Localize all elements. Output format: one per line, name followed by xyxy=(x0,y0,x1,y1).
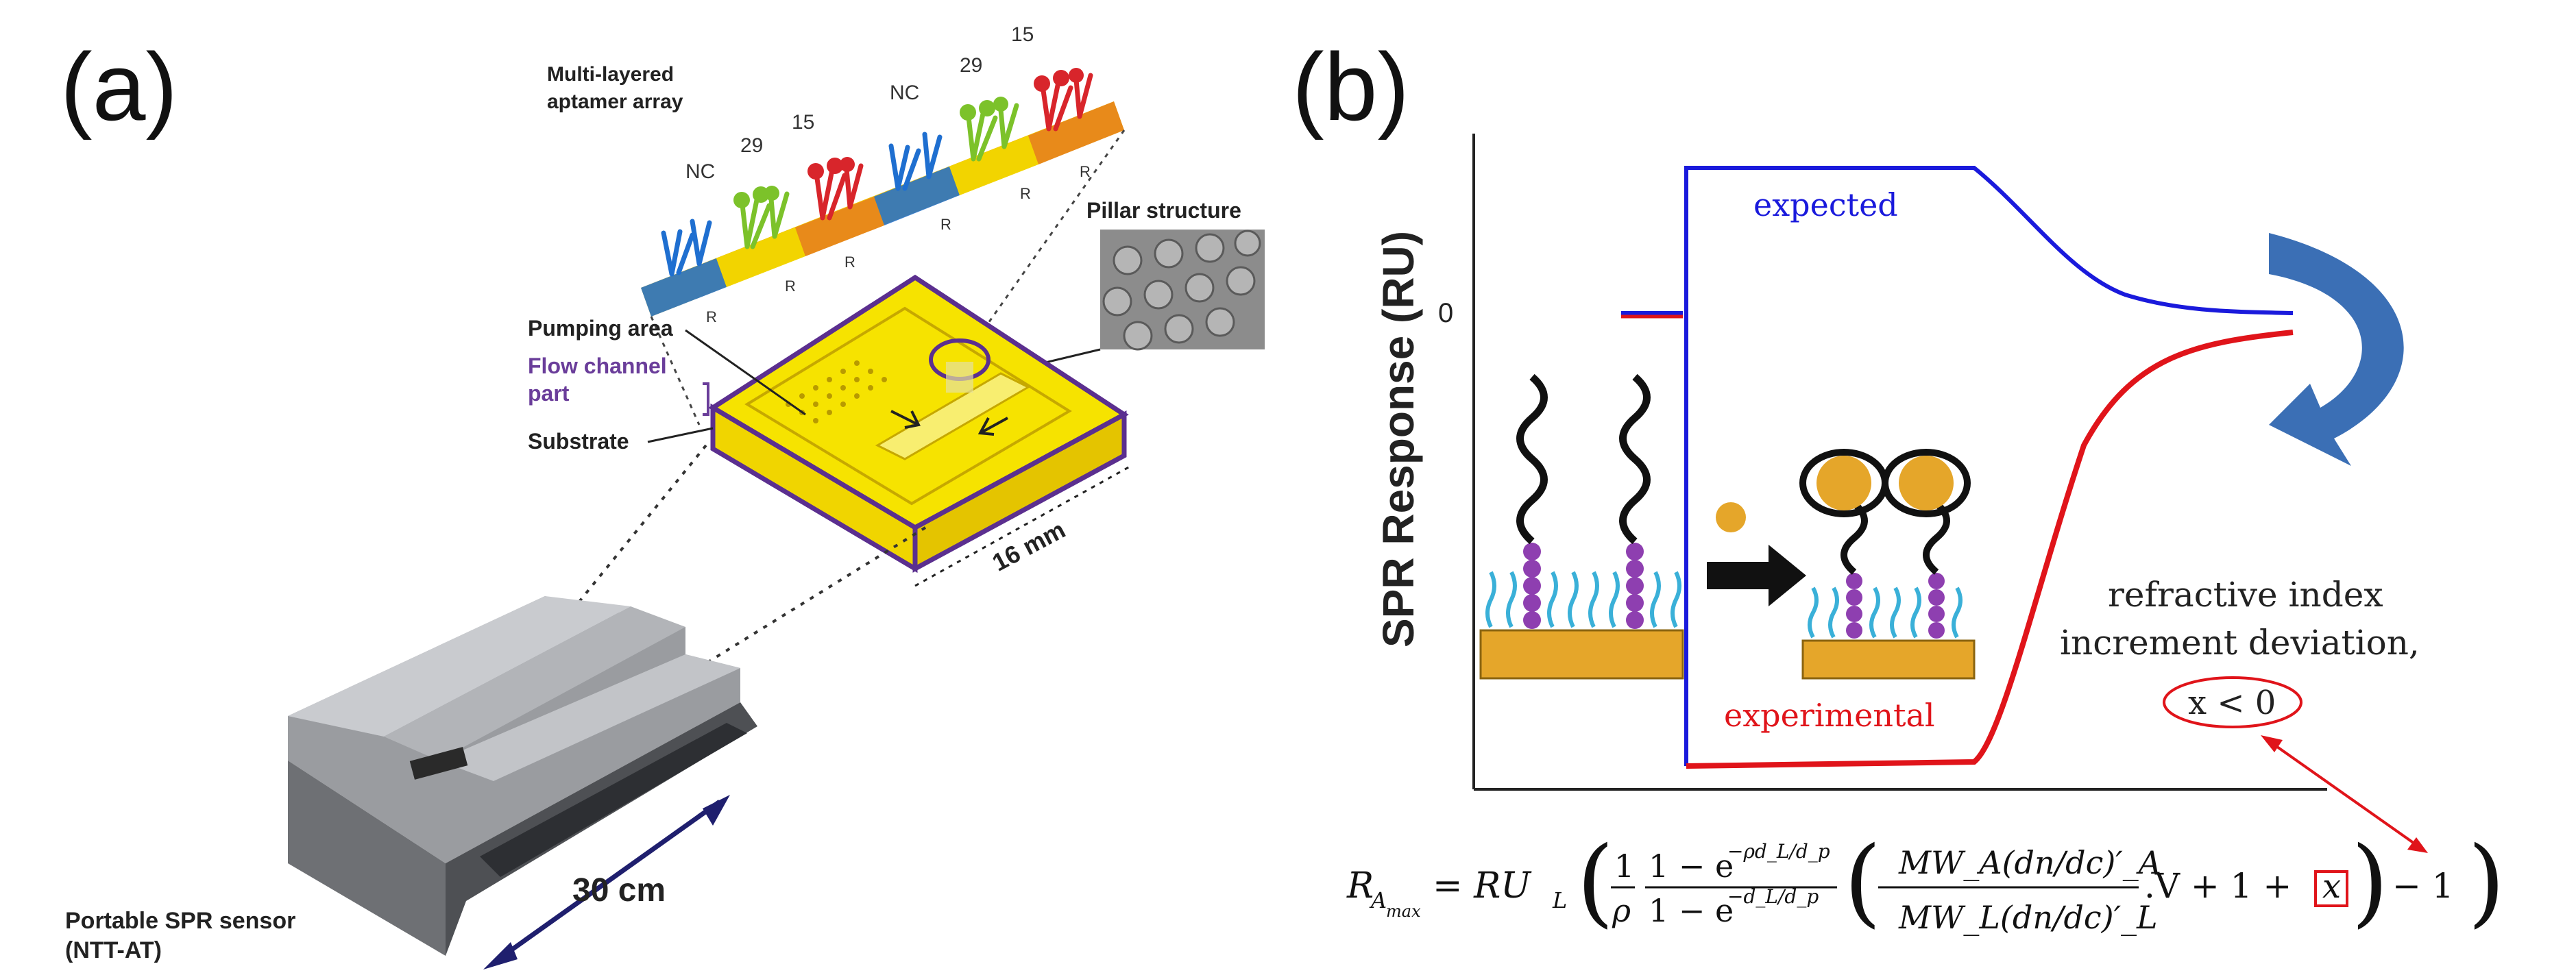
formula-frac-den-exp: −d_L/d_p xyxy=(1727,885,1819,908)
segment-label-nc-1: NC xyxy=(685,160,715,183)
pillar-structure-label: Pillar structure xyxy=(1086,198,1241,223)
sensor-chip xyxy=(708,274,1129,573)
formula: R A max = RU L ( 1 ρ 1 − e −ρd_L/d_p 1 −… xyxy=(1346,826,2505,938)
y-axis-label: SPR Response (RU) xyxy=(1374,231,1423,647)
expected-label: expected xyxy=(1753,186,1898,223)
formula-paren-open-2: ( xyxy=(1844,826,1882,938)
formula-one-num: 1 xyxy=(1614,848,1634,885)
substrate-pointer-line xyxy=(647,427,714,443)
formula-lhs-sub: A xyxy=(1369,887,1387,913)
expected-curve xyxy=(1684,166,2294,766)
y-tick-zero: 0 xyxy=(1438,298,1453,328)
formula-paren-open-1: ( xyxy=(1577,826,1614,938)
formula-mw-num: MW_A(dn/dc)′_A xyxy=(1898,844,2161,881)
segment-label-15-1: 15 xyxy=(792,111,814,134)
panel-b: (b) SPR Response (RU) 0 expected experim… xyxy=(1292,33,2505,938)
annotation-line2: increment deviation, xyxy=(2060,623,2420,663)
panel-a-letter: (a) xyxy=(60,33,178,140)
r-label-4: R xyxy=(940,216,951,233)
dimension-30cm-label: 30 cm xyxy=(572,872,666,909)
x-condition-text: x < 0 xyxy=(2188,684,2276,722)
r-label-1: R xyxy=(706,308,717,325)
pillar-sem-image xyxy=(1100,230,1265,351)
formula-frac-num-exp: −ρd_L/d_p xyxy=(1727,840,1830,863)
dimension-30cm-arrow xyxy=(483,795,730,970)
array-title-line1: Multi-layered xyxy=(547,63,674,86)
array-projection-line-right xyxy=(951,129,1126,374)
panel-b-letter: (b) xyxy=(1292,33,1409,140)
formula-eq-sub: L xyxy=(1552,887,1567,913)
formula-frac-num: 1 − e xyxy=(1649,848,1734,885)
segment-label-29-1: 29 xyxy=(740,134,763,157)
formula-x: x xyxy=(2322,867,2341,906)
substrate-label: Substrate xyxy=(528,429,629,454)
experimental-curve xyxy=(1686,330,2294,769)
x-condition-oval xyxy=(2163,676,2302,728)
device-label-line1: Portable SPR sensor xyxy=(65,908,295,934)
formula-lhs-subsub: max xyxy=(1386,902,1421,921)
r-label-5: R xyxy=(1020,185,1031,202)
array-title-line2: aptamer array xyxy=(547,90,683,113)
unbound-sensor-surface xyxy=(1479,373,1684,680)
portable-spr-device xyxy=(288,596,757,956)
formula-frac-den: 1 − e xyxy=(1649,892,1734,929)
formula-eq: = RU xyxy=(1433,865,1532,906)
annotation-line1: refractive index xyxy=(2108,575,2383,615)
device-label-line2: (NTT-AT) xyxy=(65,937,162,963)
binding-arrow-icon xyxy=(1707,545,1806,606)
curved-arrow-icon xyxy=(2269,233,2404,466)
pumping-pointer-line xyxy=(685,329,806,416)
experimental-label: experimental xyxy=(1724,697,1935,734)
pumping-area-label: Pumping area xyxy=(528,316,673,341)
segment-label-nc-2: NC xyxy=(890,82,919,104)
formula-tail2: − 1 xyxy=(2392,866,2454,906)
segment-label-29-2: 29 xyxy=(960,54,982,77)
formula-paren-close-1: ) xyxy=(2468,826,2505,938)
segment-label-15-2: 15 xyxy=(1011,23,1034,46)
analyte-particle xyxy=(1716,502,1746,532)
panel-a: (a) Multi-layered aptamer array xyxy=(60,23,1265,970)
flow-channel-label-line2: part xyxy=(528,381,570,406)
formula-mw-den: MW_L(dn/dc)′_L xyxy=(1898,899,2158,936)
formula-paren-close-2: ) xyxy=(2351,826,2389,938)
formula-rho-den: ρ xyxy=(1612,892,1631,929)
aptamer-array-strip xyxy=(641,68,1124,317)
array-projection-line-left xyxy=(650,316,701,425)
r-label-6: R xyxy=(1080,163,1091,180)
flow-channel-bracket xyxy=(703,382,709,416)
r-label-3: R xyxy=(845,254,855,271)
red-double-arrow xyxy=(2261,735,2428,853)
formula-x-box xyxy=(2314,870,2348,907)
dimension-16mm-line xyxy=(914,465,1132,587)
r-label-2: R xyxy=(785,277,796,295)
formula-lhs: R xyxy=(1346,865,1374,906)
formula-tail1: .V + 1 + xyxy=(2144,866,2292,906)
bound-sensor-surface xyxy=(1799,449,1976,680)
flow-channel-label-line1: Flow channel xyxy=(528,354,667,378)
